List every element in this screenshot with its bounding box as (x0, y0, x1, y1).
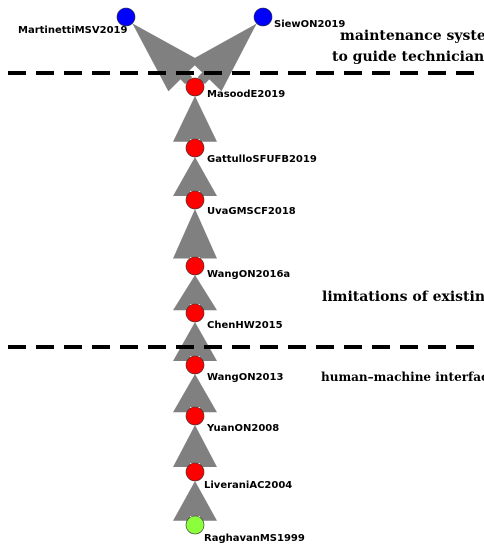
edge-arrow-WangON2013-to-ChenHW2015 (173, 322, 217, 361)
node-ChenHW2015[interactable] (185, 303, 205, 323)
node-label-WangON2016a: WangON2016a (207, 269, 290, 280)
node-label-MartinettiMSV2019: MartinettiMSV2019 (18, 25, 127, 36)
node-MartinettiMSV2019[interactable] (116, 7, 136, 27)
node-LiveraniAC2004[interactable] (185, 462, 205, 482)
node-label-ChenHW2015: ChenHW2015 (207, 320, 283, 331)
node-UvaGMSCF2018[interactable] (185, 190, 205, 210)
topic-label-maintenance-system: maintenance system (340, 28, 484, 44)
node-MasoodE2019[interactable] (185, 77, 205, 97)
edge-arrow-LiveraniAC2004-to-YuanON2008 (173, 425, 217, 467)
nodes-layer: MartinettiMSV2019 SiewON2019MasoodE2019Ga… (18, 7, 345, 544)
edge-arrow-ChenHW2015-to-WangON2016a (173, 275, 217, 311)
node-label-UvaGMSCF2018: UvaGMSCF2018 (207, 206, 296, 217)
node-label-SiewON2019: SiewON2019 (274, 19, 345, 30)
node-label-RaghavanMS1999: RaghavanMS1999 (204, 533, 305, 544)
edge-arrow-UvaGMSCF2018-to-GattulloSFUFB2019 (173, 157, 217, 196)
node-label-MasoodE2019: MasoodE2019 (207, 89, 285, 100)
node-label-GattulloSFUFB2019: GattulloSFUFB2019 (207, 154, 317, 165)
edge-arrow-WangON2016a-to-UvaGMSCF2018 (173, 209, 217, 259)
node-RaghavanMS1999[interactable] (185, 515, 205, 535)
node-SiewON2019[interactable] (253, 7, 273, 27)
node-WangON2016a[interactable] (185, 256, 205, 276)
node-label-LiveraniAC2004: LiveraniAC2004 (204, 480, 292, 491)
edge-arrow-YuanON2008-to-WangON2013 (173, 374, 217, 413)
node-label-YuanON2008: YuanON2008 (206, 423, 279, 434)
node-label-WangON2013: WangON2013 (207, 372, 283, 383)
node-YuanON2008[interactable] (185, 406, 205, 426)
edge-arrow-RaghavanMS1999-to-LiveraniAC2004 (173, 481, 217, 521)
topic-label-limitations-existing: limitations of existing (322, 289, 484, 305)
topic-label-guide-technicians: to guide technicians (332, 49, 484, 65)
edge-arrow-GattulloSFUFB2019-to-MasoodE2019 (173, 96, 217, 142)
node-WangON2013[interactable] (185, 355, 205, 375)
node-GattulloSFUFB2019[interactable] (185, 138, 205, 158)
topic-label-human-machine-interface: human–machine interface (321, 370, 484, 384)
